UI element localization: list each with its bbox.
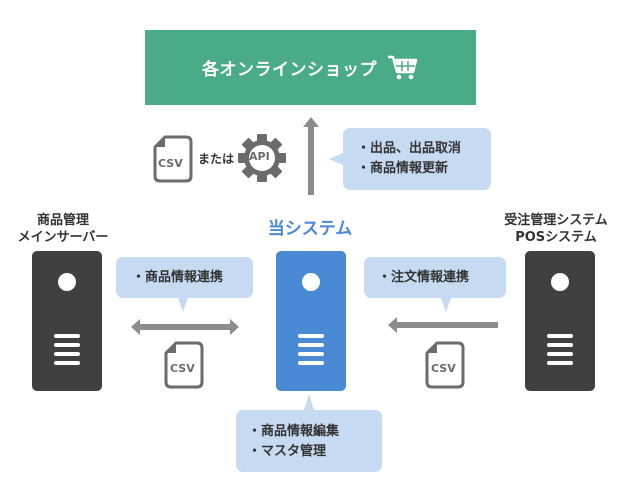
csv-file-icon bbox=[425, 341, 465, 389]
right-system-title: 受注管理システム POSシステム bbox=[488, 212, 624, 246]
bubble-pointer bbox=[304, 394, 314, 410]
right-server-icon bbox=[525, 251, 595, 391]
center-system-title: 当システム bbox=[267, 219, 353, 239]
sync-bubble-right: ・注文情報連携 bbox=[364, 257, 506, 312]
server-led bbox=[551, 273, 569, 291]
gear-icon bbox=[238, 134, 286, 182]
bubble-text: ・注文情報連携 bbox=[378, 270, 470, 285]
bubble-line: ・出品、出品取消 bbox=[357, 141, 462, 156]
upload-arrow bbox=[303, 117, 319, 195]
bubble-pointer bbox=[178, 298, 188, 312]
left-server-icon bbox=[32, 251, 102, 391]
server-slot bbox=[54, 352, 80, 356]
shopping-cart-icon bbox=[388, 55, 418, 79]
bubble-line: ・商品情報更新 bbox=[357, 161, 449, 176]
sync-bubble-shop: ・出品、出品取消 ・商品情報更新 bbox=[329, 128, 491, 190]
server-slot bbox=[298, 334, 324, 338]
title-line: メインサーバー bbox=[17, 230, 109, 245]
center-server-icon bbox=[276, 251, 346, 391]
left-system-title: 商品管理 メインサーバー bbox=[8, 212, 118, 246]
server-led bbox=[58, 273, 76, 291]
left-arrow bbox=[388, 317, 498, 333]
server-slot bbox=[547, 334, 573, 338]
server-slot bbox=[547, 343, 573, 347]
bubble-pointer bbox=[441, 298, 451, 312]
bubble-text: ・商品情報連携 bbox=[132, 270, 224, 285]
or-text: または bbox=[198, 152, 235, 166]
api-label: API bbox=[249, 150, 270, 163]
sync-bubble-left: ・商品情報連携 bbox=[116, 257, 253, 312]
csv-label: CSV bbox=[431, 362, 456, 375]
function-bubble-center: ・商品情報編集 ・マスタ管理 bbox=[236, 394, 382, 472]
bubble-line: ・マスタ管理 bbox=[248, 444, 327, 459]
server-slot bbox=[54, 334, 80, 338]
online-shop-banner: 各オンラインショップ bbox=[145, 30, 476, 105]
server-slot bbox=[298, 343, 324, 347]
csv-label: CSV bbox=[170, 362, 195, 375]
csv-file-icon bbox=[153, 135, 193, 183]
server-slot bbox=[547, 361, 573, 365]
title-line: 受注管理システム bbox=[504, 213, 608, 228]
online-shop-label: 各オンラインショップ bbox=[202, 60, 377, 80]
title-line: 商品管理 bbox=[36, 213, 89, 228]
server-slot bbox=[547, 352, 573, 356]
csv-file-icon bbox=[164, 341, 204, 389]
bubble-line: ・商品情報編集 bbox=[248, 424, 340, 439]
title-line: POSシステム bbox=[515, 230, 597, 245]
server-slot bbox=[54, 361, 80, 365]
server-slot bbox=[298, 352, 324, 356]
csv-label: CSV bbox=[158, 157, 183, 170]
bidirectional-arrow bbox=[131, 319, 239, 335]
bubble-pointer bbox=[329, 153, 343, 165]
server-slot bbox=[54, 343, 80, 347]
server-led bbox=[302, 273, 320, 291]
server-slot bbox=[298, 361, 324, 365]
